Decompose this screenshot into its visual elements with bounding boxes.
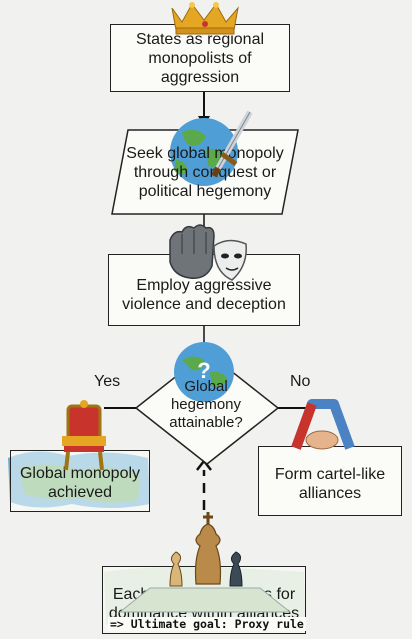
node-states-box: States as regional monopolists of aggres… <box>110 24 290 92</box>
edge-no-label: No <box>290 373 311 390</box>
edge-yes-label: Yes <box>94 373 121 390</box>
node-decision-label: Global hegemony attainable? <box>169 378 243 431</box>
node-cartel-box: Form cartel-like alliances <box>258 446 402 516</box>
node-decision: Global hegemony attainable? <box>156 378 256 432</box>
footer-caption: => Ultimate goal: Proxy rule <box>108 617 306 631</box>
node-states-label: States as regional monopolists of aggres… <box>135 30 265 86</box>
node-seek-box: Seek global monopoly through conquest or… <box>118 144 292 201</box>
node-employ-label: Employ aggressive violence and deception <box>122 277 286 313</box>
node-cartel-label: Form cartel-like alliances <box>274 466 386 502</box>
decision-diamond <box>134 351 280 465</box>
node-seek-label: Seek global monopoly through conquest or… <box>126 145 284 200</box>
question-mark-icon: ? <box>197 358 211 383</box>
node-achieved-label: Global monopoly achieved <box>19 465 141 501</box>
